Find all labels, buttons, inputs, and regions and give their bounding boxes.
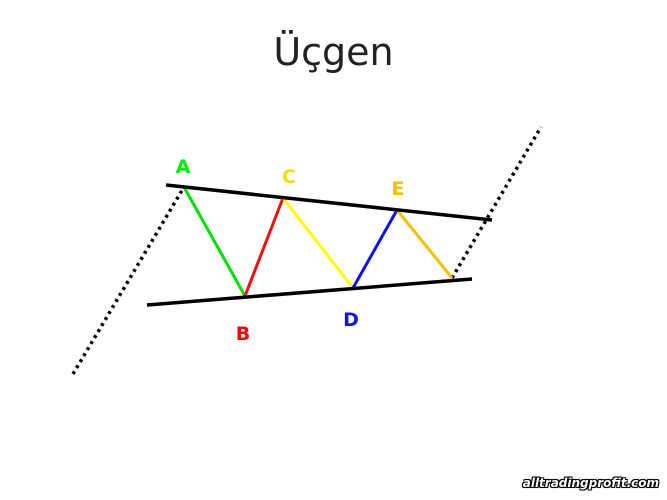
point-label-d: D bbox=[343, 309, 359, 331]
page-title: Üçgen bbox=[273, 30, 394, 74]
point-label-b: B bbox=[236, 323, 250, 345]
upper-trendline bbox=[165, 183, 493, 222]
leg-e-end bbox=[395, 209, 454, 279]
leg-a-b bbox=[182, 186, 247, 297]
point-label-c: C bbox=[282, 166, 296, 188]
breakout-dotted-line bbox=[450, 126, 543, 279]
leg-d-e bbox=[351, 209, 399, 289]
leg-b-c bbox=[243, 197, 285, 297]
prior-trend-dotted-line bbox=[71, 186, 186, 375]
watermark-text: alltradingprofit.com bbox=[522, 476, 659, 490]
leg-c-d bbox=[281, 197, 355, 289]
point-label-a: A bbox=[176, 156, 191, 178]
lower-trendline bbox=[146, 277, 473, 307]
point-label-e: E bbox=[392, 178, 405, 200]
